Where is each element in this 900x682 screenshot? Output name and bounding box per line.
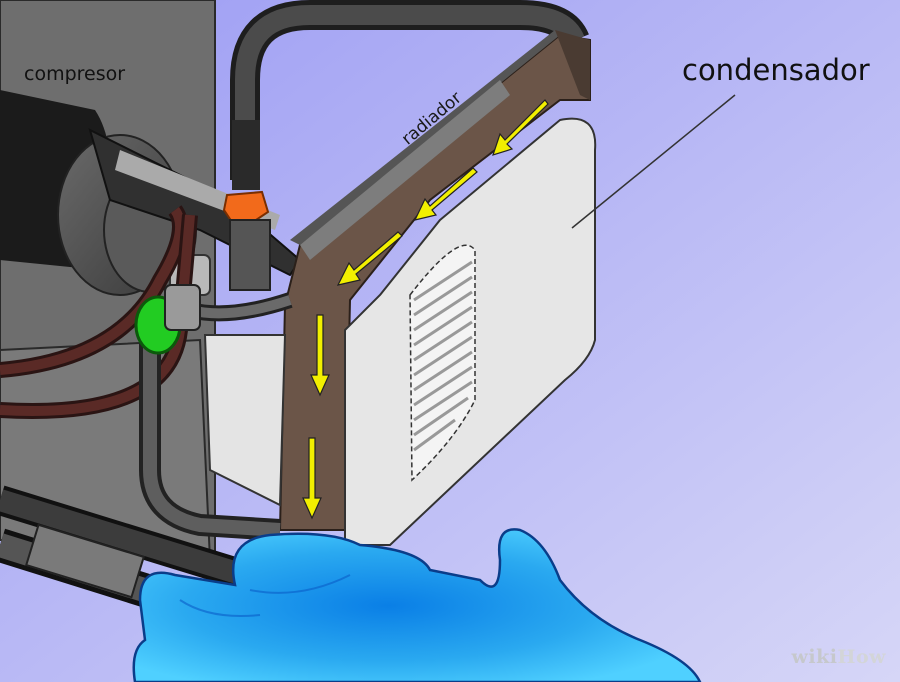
watermark-how: How [838, 646, 886, 668]
watermark-wiki: wiki [792, 646, 838, 668]
orange-fitting [224, 192, 268, 222]
compresor-label: compresor [24, 63, 125, 85]
wikihow-watermark: wikiHow [792, 646, 886, 668]
condensador-label: condensador [682, 53, 870, 87]
